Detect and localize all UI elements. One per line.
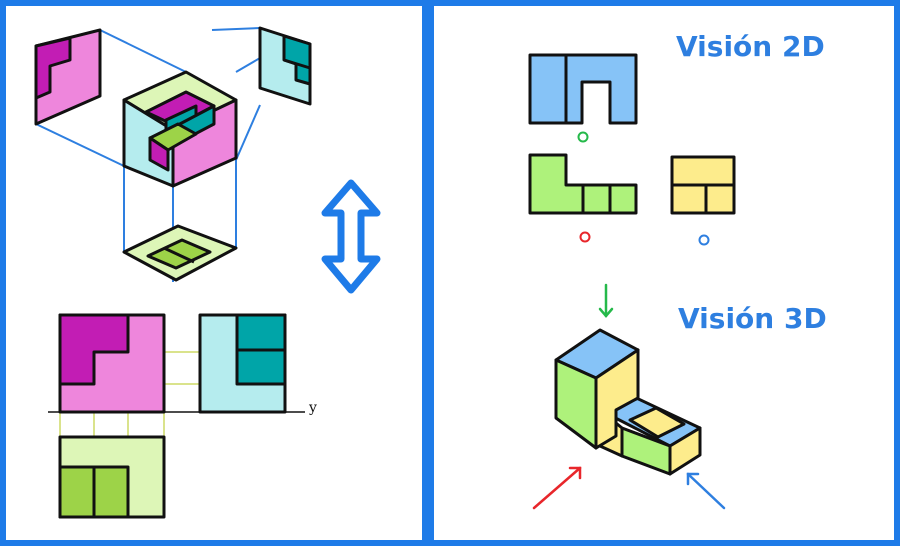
axis-label-y: y (308, 400, 317, 416)
shape-2d-blue (528, 53, 638, 125)
front-view (58, 313, 166, 414)
shape-2d-green (528, 153, 638, 215)
bottom-view-plane (122, 224, 238, 282)
marker-green-circle (577, 131, 589, 143)
arrow-blue-diagonal-icon (686, 472, 726, 510)
arrow-down-green-icon (598, 283, 614, 318)
marker-red-circle (579, 231, 591, 243)
title-vision-2d: Visión 2D (676, 30, 825, 63)
double-arrow-icon (321, 179, 381, 294)
arrow-red-diagonal-icon (532, 466, 582, 510)
marker-blue-circle (698, 234, 710, 246)
side-view (198, 313, 287, 414)
shape-2d-yellow (670, 155, 736, 215)
isometric-solid (122, 70, 238, 188)
right-view-plane (258, 26, 312, 106)
title-vision-3d: Visión 3D (678, 302, 827, 335)
isometric-solid-3d (554, 328, 702, 476)
top-view (58, 435, 166, 519)
left-view-plane (34, 28, 102, 126)
